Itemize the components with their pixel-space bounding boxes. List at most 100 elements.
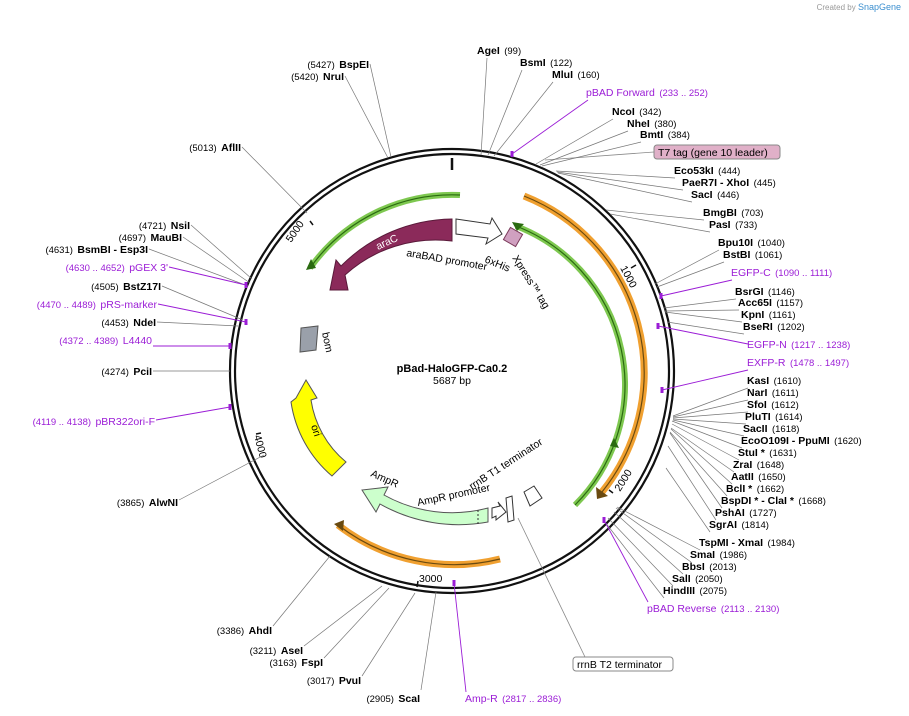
rrnb-t2-box[interactable]	[572, 656, 674, 672]
site-name: PasI	[709, 219, 731, 231]
restriction-site-label[interactable]: BmtI (384)	[640, 125, 690, 142]
rrnb-t1-arrow[interactable]	[523, 485, 543, 507]
ampr-arrow[interactable]	[361, 486, 489, 526]
site-alias: - XmaI	[729, 537, 764, 549]
site-position: (2075)	[700, 586, 727, 597]
restriction-site-label[interactable]: TspMI - XmaI (1984)	[699, 533, 795, 550]
restriction-site-label[interactable]: PasI (733)	[709, 215, 757, 232]
site-leader-line	[323, 587, 390, 659]
restriction-site-label[interactable]: SfoI (1612)	[747, 395, 799, 412]
restriction-site-label[interactable]: Bpu10I (1040)	[718, 233, 785, 250]
primer-label[interactable]: pBAD Reverse (2113 .. 2130)	[647, 599, 779, 616]
primer-label[interactable]: EGFP-N (1217 .. 1238)	[747, 335, 850, 352]
site-leader-line	[361, 592, 416, 677]
restriction-site-label[interactable]: (3211) AseI	[250, 641, 303, 658]
restriction-site-label[interactable]: KasI (1610)	[747, 371, 801, 388]
restriction-site-label[interactable]: (4721) NsiI	[139, 216, 190, 233]
site-name: PshAI	[715, 507, 745, 519]
site-leader-line	[656, 261, 725, 288]
restriction-site-label[interactable]: BsrGI (1146)	[735, 282, 795, 299]
restriction-site-label[interactable]: (4697) MauBI	[119, 228, 183, 245]
restriction-site-label[interactable]: (4631) BsmBI - Esp3I	[45, 240, 148, 257]
primer-label[interactable]: (4470 .. 4489) pRS-marker	[37, 295, 158, 312]
primer-leader-line	[657, 325, 749, 345]
primer-binding-mark	[244, 319, 248, 325]
orange-arc-gfp-core	[523, 195, 645, 493]
restriction-site-label[interactable]: NarI (1611)	[747, 383, 799, 400]
site-position: (122)	[550, 58, 572, 69]
site-name: KpnI	[741, 309, 764, 321]
plasmid-name: pBad-HaloGFP-Ca0.2	[397, 363, 508, 375]
site-position: (1146)	[768, 287, 795, 298]
restriction-site-label[interactable]: StuI * (1631)	[738, 443, 797, 460]
primer-label[interactable]: (4119 .. 4138) pBR322ori-F	[33, 412, 155, 429]
restriction-site-label[interactable]: (4453) NdeI	[101, 313, 156, 330]
primer-label[interactable]: EGFP-C (1090 .. 1111)	[731, 263, 832, 280]
arac-arrow[interactable]	[329, 218, 453, 291]
site-position: (2905)	[366, 694, 393, 705]
site-name: AseI	[281, 645, 303, 657]
restriction-site-label[interactable]: PshAI (1727)	[715, 503, 777, 520]
restriction-site-label[interactable]: SalI (2050)	[672, 569, 723, 586]
restriction-site-label[interactable]: BmgBI (703)	[703, 203, 763, 220]
primer-label[interactable]: (4630 .. 4652) pGEX 3'	[66, 258, 168, 275]
restriction-site-label[interactable]: MluI (160)	[552, 65, 600, 82]
site-position: (3017)	[307, 676, 334, 687]
restriction-site-label[interactable]: BstBI (1061)	[723, 245, 782, 262]
restriction-site-label[interactable]: BbsI (2013)	[682, 557, 737, 574]
site-name: NdeI	[133, 317, 156, 329]
site-leader-line	[670, 428, 733, 485]
restriction-site-label[interactable]: PaeR7I - XhoI (445)	[682, 173, 776, 190]
site-leader-line	[669, 432, 723, 509]
restriction-site-label[interactable]: (5427) BspEI	[307, 55, 369, 72]
primer-label[interactable]: Amp-R (2817 .. 2836)	[465, 689, 561, 706]
restriction-site-label[interactable]: (2905) ScaI	[366, 689, 420, 706]
primer-label[interactable]: EXFP-R (1478 .. 1497)	[747, 353, 849, 370]
site-position: (4697)	[119, 233, 146, 244]
bom-box[interactable]	[299, 325, 319, 353]
restriction-site-label[interactable]: BsmI (122)	[520, 53, 572, 70]
site-position: (1157)	[776, 298, 803, 309]
restriction-site-label[interactable]: AatII (1650)	[731, 467, 786, 484]
xpress-box[interactable]	[502, 226, 524, 248]
restriction-site-label[interactable]: SgrAI (1814)	[709, 515, 769, 532]
site-name: PluTI	[745, 411, 771, 423]
restriction-site-label[interactable]: (5420) NruI	[291, 67, 344, 84]
restriction-site-label[interactable]: HindIII (2075)	[663, 581, 727, 598]
site-position: (160)	[577, 70, 599, 81]
restriction-site-label[interactable]: (3386) AhdI	[217, 621, 272, 638]
primer-label[interactable]: pBAD Forward (233 .. 252)	[586, 83, 708, 100]
restriction-site-label[interactable]: NheI (380)	[627, 114, 676, 131]
restriction-site-label[interactable]: (3163) FspI	[269, 653, 323, 670]
restriction-site-label[interactable]: NcoI (342)	[612, 102, 661, 119]
restriction-site-label[interactable]: SacII (1618)	[743, 419, 799, 436]
his-label: 6xHis	[483, 254, 512, 275]
restriction-site-label[interactable]: BseRI (1202)	[743, 317, 805, 334]
arabad-promoter-arrow[interactable]	[455, 216, 503, 246]
restriction-site-label[interactable]: SacI (446)	[691, 185, 739, 202]
restriction-site-label[interactable]: KpnI (1161)	[741, 305, 796, 322]
primer-label[interactable]: (4372 .. 4389) L4440	[59, 331, 152, 348]
restriction-site-label[interactable]: BspDI * - ClaI * (1668)	[721, 491, 826, 508]
restriction-site-label[interactable]: (4274) PciI	[101, 362, 152, 379]
restriction-site-label[interactable]: (3865) AlwNI	[117, 493, 178, 510]
ori-arrow[interactable]	[290, 379, 347, 477]
plasmid-length: 5687 bp	[433, 375, 471, 387]
restriction-site-label[interactable]: Eco53kI (444)	[674, 161, 740, 178]
restriction-site-label[interactable]: (5013) AflII	[189, 138, 241, 155]
site-name: Bpu10I	[718, 237, 753, 249]
restriction-site-label[interactable]: (4505) BstZ17I	[91, 277, 161, 294]
restriction-site-label[interactable]: AgeI (99)	[477, 41, 521, 58]
restriction-site-label[interactable]: PluTI (1614)	[745, 407, 803, 424]
restriction-site-label[interactable]: Acc65I (1157)	[738, 293, 803, 310]
restriction-site-label[interactable]: (3017) PvuI	[307, 671, 361, 688]
restriction-site-label[interactable]: SmaI (1986)	[690, 545, 747, 562]
green-arc-left-head	[306, 259, 316, 270]
primer-range: (4119 .. 4138)	[33, 417, 91, 428]
restriction-site-label[interactable]: EcoO109I - PpuMI (1620)	[741, 431, 862, 448]
site-name: PvuI	[339, 675, 361, 687]
ampr-promoter-arrow[interactable]	[491, 501, 507, 522]
restriction-site-label[interactable]: ZraI (1648)	[733, 455, 784, 472]
site-name: BseRI	[743, 321, 773, 333]
restriction-site-label[interactable]: BclI * (1662)	[726, 479, 784, 496]
